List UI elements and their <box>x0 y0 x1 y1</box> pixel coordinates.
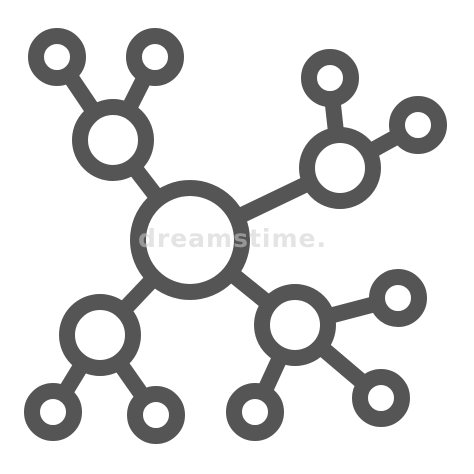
leaf-node <box>389 96 447 154</box>
secondary-node-right <box>299 127 381 209</box>
leaf-node <box>126 28 184 86</box>
secondary-node-top-left <box>72 99 154 181</box>
leaf-node <box>28 28 86 86</box>
leaf-node <box>301 49 359 107</box>
hub-node <box>130 180 250 300</box>
leaf-node <box>352 369 410 427</box>
leaf-node <box>127 386 185 444</box>
leaf-node <box>24 383 82 441</box>
leaf-node <box>226 383 284 441</box>
secondary-node-bottom-right <box>254 284 336 366</box>
secondary-node-bottom-left <box>59 294 141 376</box>
leaf-node <box>369 269 427 327</box>
